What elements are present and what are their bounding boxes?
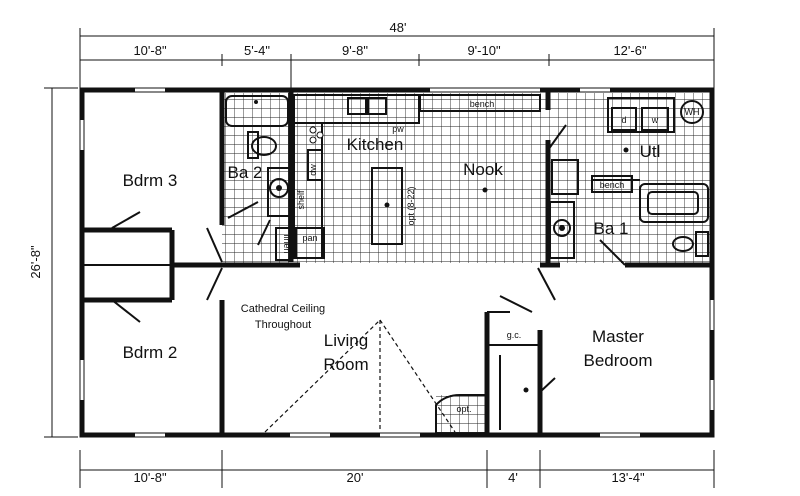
top-dim-5: 12'-6"	[613, 43, 647, 58]
room-labels: Bdrm 3 Bdrm 2 Ba 2 Kitchen Nook Utl Ba 1…	[123, 135, 661, 393]
bath2-fixtures	[225, 95, 293, 261]
bottom-dim-2: 20'	[347, 470, 364, 485]
room-bdrm2: Bdrm 2	[123, 343, 178, 362]
room-master-2: Bedroom	[584, 351, 653, 370]
bottom-dim-1: 10'-8"	[133, 470, 167, 485]
room-living-1: Living	[324, 331, 368, 350]
room-ba2: Ba 2	[228, 163, 263, 182]
top-dim-1: 10'-8"	[133, 43, 167, 58]
kitchen-fixtures	[293, 94, 541, 259]
bottom-dim-4: 13'-4"	[611, 470, 645, 485]
closet-marker	[523, 387, 529, 393]
room-bdrm3: Bdrm 3	[123, 171, 178, 190]
room-living-2: Room	[323, 355, 368, 374]
label-bench-side: bench	[600, 180, 625, 190]
ceiling-lines	[264, 319, 456, 433]
bottom-dim-3: 4'	[508, 470, 518, 485]
overall-width-label: 48'	[390, 20, 407, 35]
top-dim-2: 5'-4"	[244, 43, 270, 58]
label-pan: pan	[302, 233, 317, 243]
label-pw: pw	[392, 124, 404, 134]
room-utl: Utl	[640, 142, 661, 161]
utl-marker	[623, 147, 629, 153]
label-washer: w	[651, 115, 659, 125]
label-dryer: d	[621, 115, 626, 125]
fixture-labels: bench bench shelf linen pan opt (8-22) d…	[241, 99, 700, 414]
label-water-heater: WH	[685, 107, 700, 117]
room-master-1: Master	[592, 327, 644, 346]
label-dw: dw	[308, 164, 318, 176]
room-nook: Nook	[463, 160, 503, 179]
doors	[111, 124, 626, 393]
label-opt-island: opt (8-22)	[406, 186, 416, 225]
label-shelf: shelf	[296, 190, 306, 210]
top-dim-3: 9'-8"	[342, 43, 368, 58]
room-kitchen: Kitchen	[347, 135, 404, 154]
bottom-dimensions: 10'-8" 20' 4' 13'-4"	[79, 450, 715, 488]
top-dim-4: 9'-10"	[467, 43, 501, 58]
nook-marker	[482, 187, 488, 193]
room-ba1: Ba 1	[594, 219, 629, 238]
label-bench-top: bench	[470, 99, 495, 109]
label-gc: g.c.	[507, 330, 522, 340]
label-linen: linen	[282, 234, 292, 253]
overall-depth-label: 26'-8"	[28, 245, 43, 279]
label-opt-bottom: opt.	[456, 404, 471, 414]
ceiling-note-1: Cathedral Ceiling	[241, 303, 325, 315]
bath1-utility-fixtures	[549, 97, 709, 259]
ceiling-note-2: Throughout	[255, 319, 311, 331]
top-dimensions: 48' 10'-8" 5'-4" 9'-8" 9'-10" 12'-6"	[79, 20, 715, 88]
left-dimension: 26'-8"	[28, 87, 78, 438]
